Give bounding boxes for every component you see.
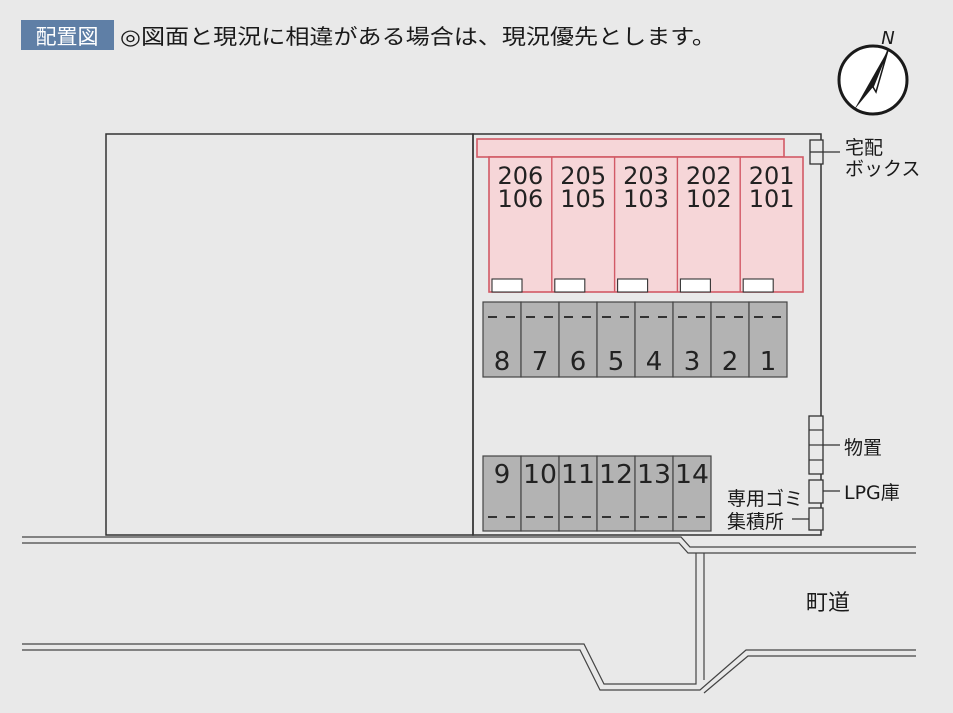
compass-north-label: N [881, 28, 894, 49]
delivery-box-icon [809, 139, 840, 165]
parking-space [748, 301, 788, 378]
parking-space-number: 13 [637, 460, 671, 490]
parking-space [558, 455, 598, 532]
unit-number-lower: 105 [560, 185, 606, 213]
parking-space-number: 9 [494, 460, 511, 490]
unit-number-upper: 205 [560, 162, 606, 190]
road-edges [22, 536, 916, 694]
lpg-label: LPG庫 [844, 482, 900, 504]
parking-space [596, 455, 636, 532]
building-body [488, 156, 804, 293]
unit-number-upper: 201 [749, 162, 795, 190]
unit-entrance [554, 278, 586, 293]
parking-space [634, 301, 674, 378]
unit-number-lower: 102 [686, 185, 732, 213]
unit-number-lower: 106 [497, 185, 543, 213]
parking-space-number: 7 [532, 347, 549, 377]
unit-entrances [491, 278, 774, 293]
parking-space-number: 4 [646, 347, 663, 377]
parking-space [520, 455, 560, 532]
unit-number-lower: 103 [623, 185, 669, 213]
garbage-label-2: 集積所 [727, 511, 784, 533]
garbage-label-1: 専用ゴミ [727, 488, 803, 510]
parking-space-number: 11 [561, 460, 595, 490]
unit-number-upper: 203 [623, 162, 669, 190]
neighbor-lot [105, 133, 474, 536]
parking-space-number: 5 [608, 347, 625, 377]
unit-number-lower: 101 [749, 185, 795, 213]
parking-space-number: 2 [722, 347, 739, 377]
parking-space [672, 455, 712, 532]
building-canopy [476, 138, 785, 158]
header-badge-bg [21, 20, 114, 50]
unit-entrance [742, 278, 774, 293]
unit-number-upper: 206 [497, 162, 543, 190]
parking-space-number: 6 [570, 347, 587, 377]
header-badge: 配置図 [36, 25, 99, 49]
parking-space-number: 1 [760, 347, 777, 377]
parking-space-number: 3 [684, 347, 701, 377]
property-lot [472, 133, 822, 536]
parking-space [634, 455, 674, 532]
delivery-box-label-2: ボックス [845, 158, 920, 180]
road-label: 町道 [806, 591, 850, 616]
parking-space-number: 14 [675, 460, 709, 490]
north-compass-icon [837, 44, 909, 116]
storage-label: 物置 [844, 437, 882, 459]
parking-space-number: 8 [494, 347, 511, 377]
lpg-storage-icon [808, 479, 840, 504]
unit-number-upper: 202 [686, 162, 732, 190]
parking-space [672, 301, 712, 378]
garbage-collection-icon [792, 507, 824, 531]
storage-shed-icon [808, 415, 840, 475]
unit-entrance [491, 278, 523, 293]
parking-space-number: 10 [523, 460, 557, 490]
parking-space [520, 301, 560, 378]
delivery-box-label-1: 宅配 [845, 137, 883, 159]
unit-entrance [617, 278, 649, 293]
parking-space-number: 12 [599, 460, 633, 490]
parking-space [710, 301, 750, 378]
unit-entrance [679, 278, 711, 293]
header-note: ◎図面と現況に相違がある場合は、現況優先とします。 [120, 25, 716, 49]
unit-dividers [551, 157, 741, 292]
